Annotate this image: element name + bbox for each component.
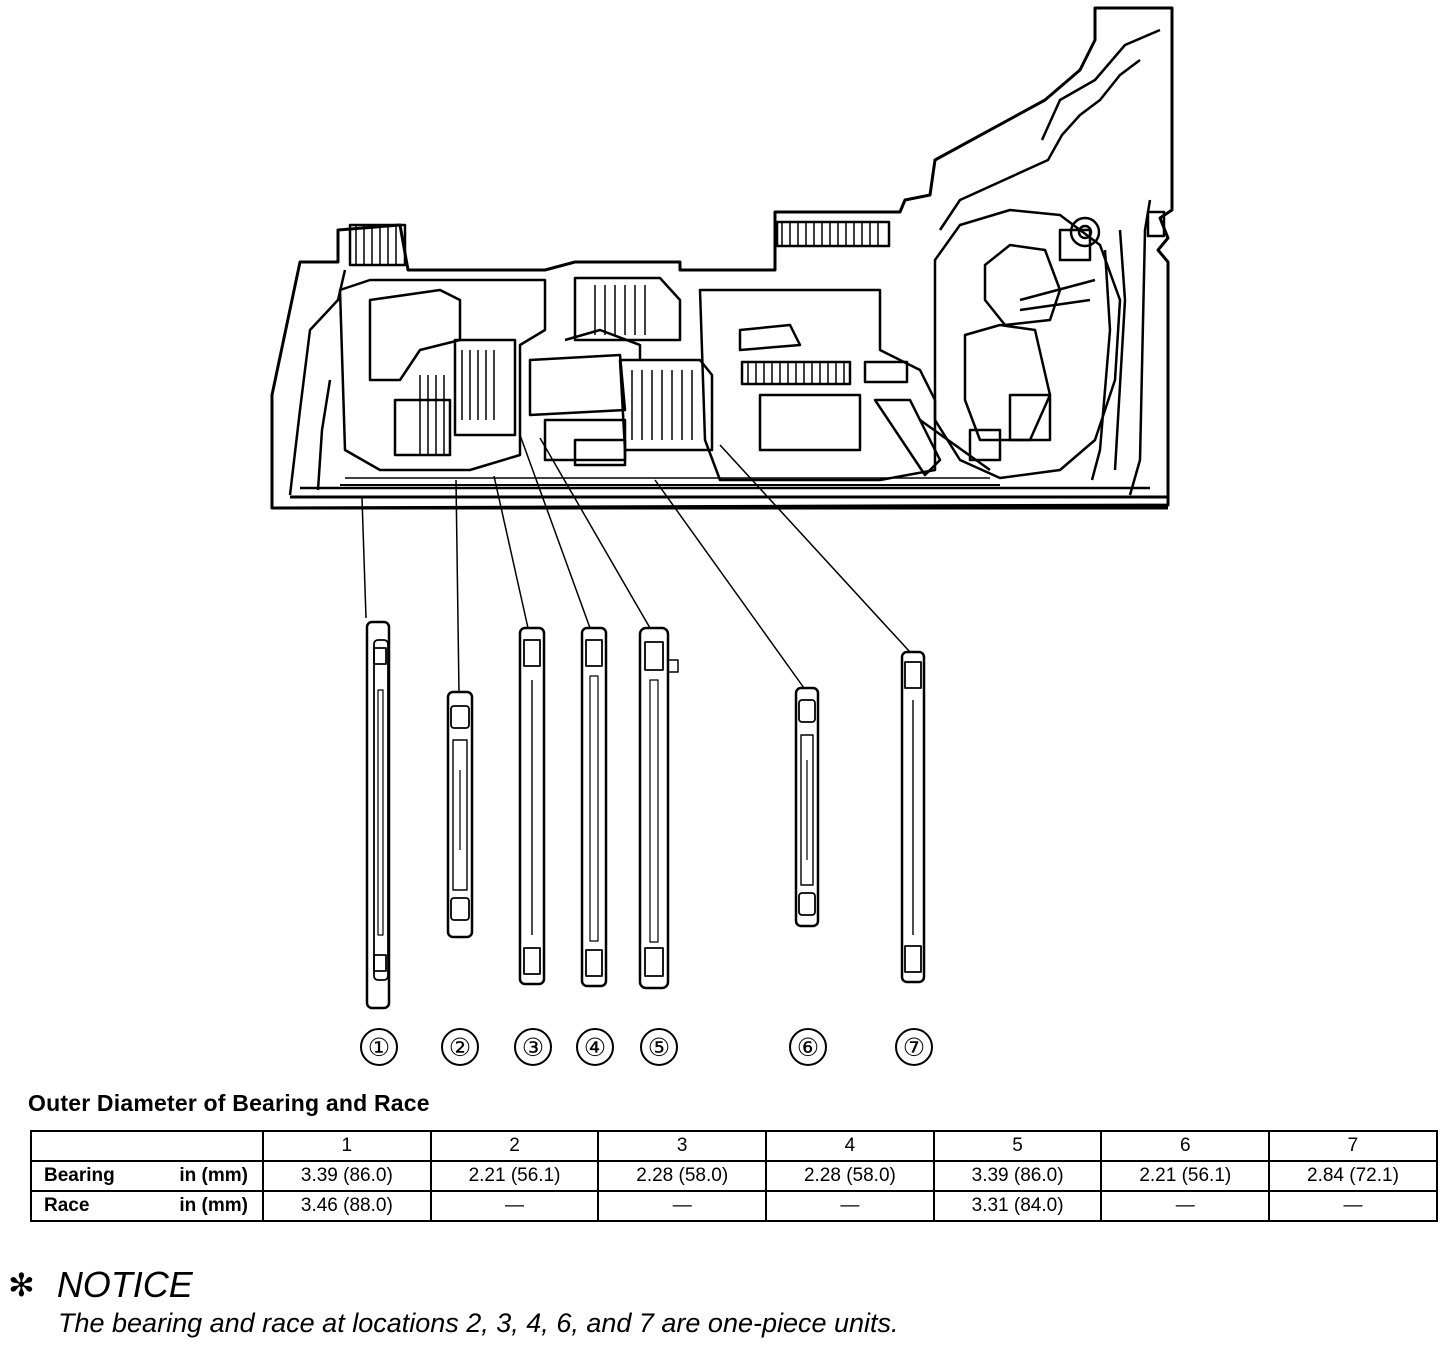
row-header-race: Race in (mm) <box>30 1190 264 1222</box>
table-cell: 3.39 (86.0) <box>932 1160 1103 1192</box>
bearing-7 <box>900 650 926 984</box>
row-unit: in (mm) <box>179 1165 248 1186</box>
bearing-race-diameter-table: 1 2 3 4 5 6 7 Bearing in (mm) 3.39 (86.0… <box>30 1130 1438 1222</box>
notice-heading: NOTICE <box>56 1264 193 1305</box>
callout-6: ⑥ <box>789 1028 827 1066</box>
table-cell: — <box>429 1190 600 1222</box>
table-cell: 3.46 (88.0) <box>262 1190 432 1222</box>
table-cell: 2.84 (72.1) <box>1268 1160 1438 1192</box>
bearing-2 <box>446 690 474 939</box>
clutch-packs <box>338 276 714 472</box>
table-cell: — <box>1268 1190 1438 1222</box>
transmission-cross-section-diagram <box>270 6 1174 1010</box>
bearing-1 <box>365 620 391 1010</box>
springs <box>348 210 1166 386</box>
row-unit: in (mm) <box>179 1195 248 1216</box>
table-title: Outer Diameter of Bearing and Race <box>28 1090 430 1116</box>
bearing-6 <box>794 686 820 928</box>
notice-text: The bearing and race at locations 2, 3, … <box>58 1308 899 1338</box>
row-label: Race <box>44 1195 90 1216</box>
column-header: 6 <box>1100 1130 1271 1162</box>
table-cell: 3.39 (86.0) <box>262 1160 432 1192</box>
table-cell: 3.31 (84.0) <box>932 1190 1103 1222</box>
callout-5: ⑤ <box>640 1028 678 1066</box>
row-label: Bearing <box>44 1165 115 1186</box>
table-row-bearing: Bearing in (mm) 3.39 (86.0) 2.21 (56.1) … <box>30 1160 1438 1192</box>
column-header: 2 <box>429 1130 600 1162</box>
bearing-3 <box>518 626 546 986</box>
rear-assembly <box>933 208 1122 480</box>
column-header: 5 <box>932 1130 1103 1162</box>
notice-heading-row: ✻ NOTICE <box>8 1264 899 1306</box>
leader-lines <box>361 434 911 694</box>
column-header: 7 <box>1268 1130 1438 1162</box>
table-cell: — <box>597 1190 768 1222</box>
table-cell: 2.21 (56.1) <box>429 1160 600 1192</box>
column-header: 3 <box>597 1130 768 1162</box>
callout-7: ⑦ <box>895 1028 933 1066</box>
table-row-race: Race in (mm) 3.46 (88.0) — — — 3.31 (84.… <box>30 1190 1438 1222</box>
row-header-bearing: Bearing in (mm) <box>30 1160 264 1192</box>
center-support <box>698 288 991 482</box>
table-cell: — <box>1100 1190 1271 1222</box>
bearing-4 <box>580 626 608 988</box>
callout-4: ④ <box>576 1028 614 1066</box>
table-cell: 2.28 (58.0) <box>765 1160 935 1192</box>
transmission-housing <box>270 6 1174 510</box>
callout-2: ② <box>441 1028 479 1066</box>
table-cell: 2.28 (58.0) <box>597 1160 768 1192</box>
notice-block: ✻ NOTICE The bearing and race at locatio… <box>8 1264 899 1339</box>
table-cell: 2.21 (56.1) <box>1100 1160 1271 1192</box>
main-shaft <box>340 477 1000 486</box>
table-header-row: 1 2 3 4 5 6 7 <box>30 1130 1438 1162</box>
bearing-5 <box>638 626 679 990</box>
table-corner-cell <box>30 1130 264 1162</box>
callout-3: ③ <box>514 1028 552 1066</box>
asterisk-icon: ✻ <box>8 1267 35 1303</box>
column-header: 1 <box>262 1130 432 1162</box>
table-cell: — <box>765 1190 935 1222</box>
column-header: 4 <box>765 1130 935 1162</box>
callout-1: ① <box>360 1028 398 1066</box>
